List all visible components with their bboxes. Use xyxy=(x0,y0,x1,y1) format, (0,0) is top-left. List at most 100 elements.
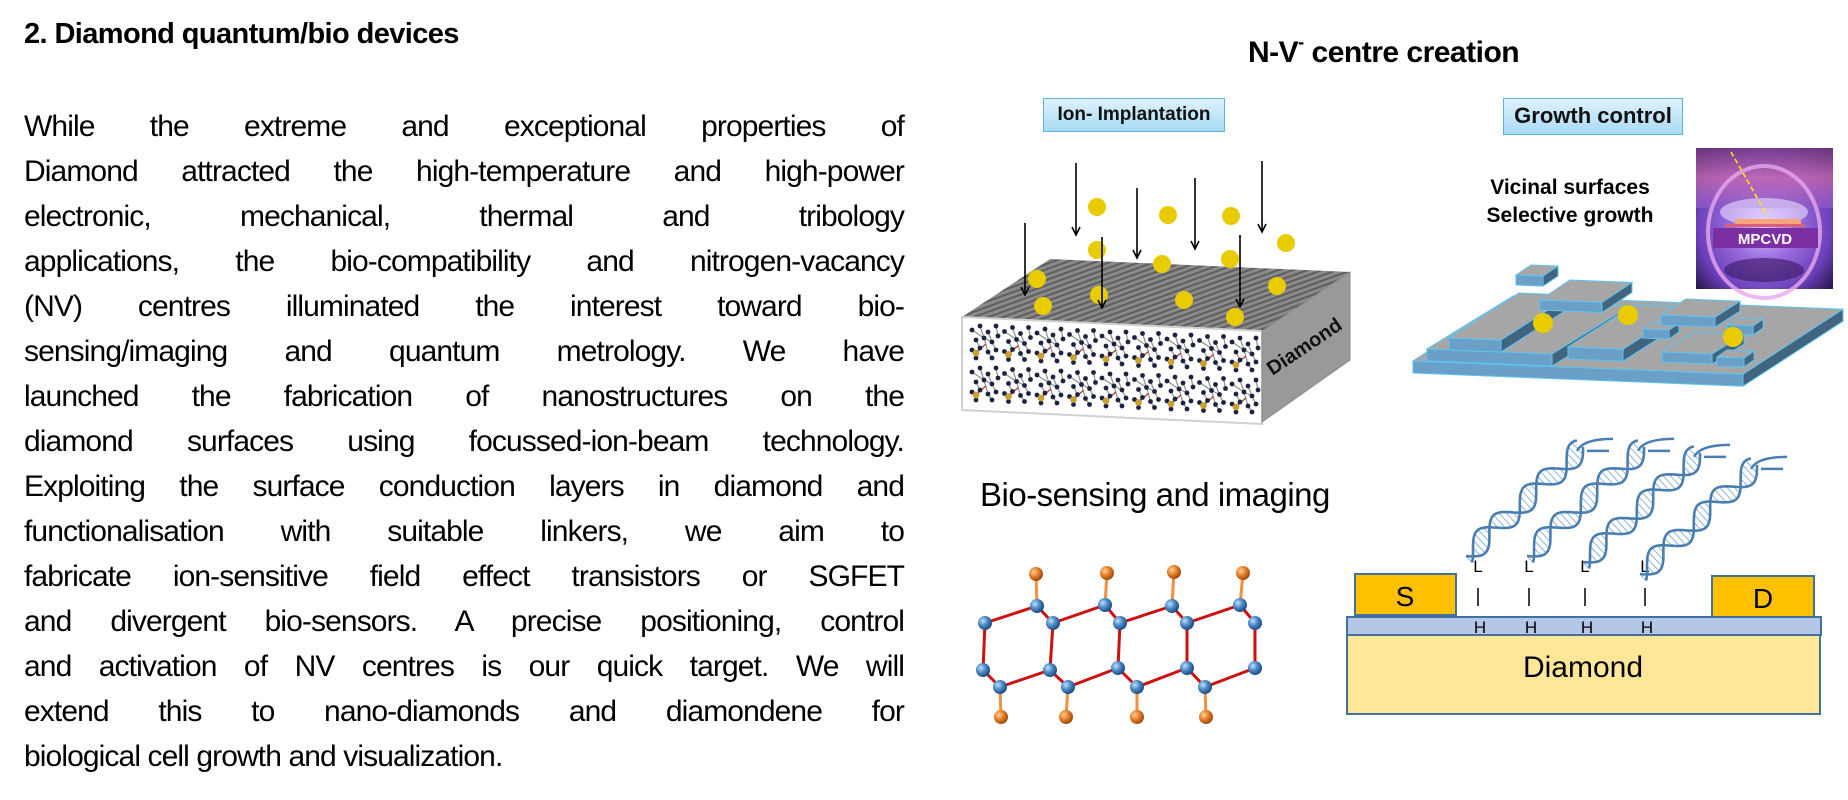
lattice-atom xyxy=(1201,390,1206,395)
lattice-atom xyxy=(1125,339,1131,345)
lattice-atom xyxy=(1221,358,1226,363)
block-a xyxy=(1538,279,1634,314)
lattice-atom xyxy=(1184,406,1190,412)
lattice-bond xyxy=(971,371,985,381)
body-line: extend this to nano-diamonds and diamond… xyxy=(24,695,905,728)
base-pair xyxy=(1668,473,1681,487)
carbon-atom xyxy=(978,616,992,630)
lattice-atom xyxy=(973,337,979,343)
base-pair xyxy=(1641,491,1654,505)
lattice-atom xyxy=(1156,397,1161,402)
lattice-atom xyxy=(1245,341,1251,347)
lattice-atom xyxy=(1172,374,1178,380)
lattice-atom xyxy=(1006,381,1011,386)
dna-backbone xyxy=(1587,445,1695,569)
lattice-bond xyxy=(1231,383,1245,393)
lattice-atom xyxy=(1054,342,1060,348)
base-pair xyxy=(1605,468,1621,484)
base-pair xyxy=(1678,529,1691,543)
nitrogen-atom xyxy=(1005,351,1012,358)
lattice-atom xyxy=(1123,329,1129,335)
lattice-atom xyxy=(1148,357,1153,362)
ion-arrow xyxy=(1132,188,1142,260)
base-pair xyxy=(1493,514,1506,529)
lattice-atom xyxy=(1018,393,1023,398)
ion-arrow xyxy=(1097,237,1107,310)
lattice-atom xyxy=(1115,355,1121,361)
base-pair xyxy=(1554,514,1567,529)
step-front xyxy=(1448,337,1502,353)
lattice-atom xyxy=(1014,337,1019,342)
lattice-atom xyxy=(1197,380,1202,385)
lattice-atom xyxy=(1249,367,1255,373)
terminal-atom xyxy=(1029,567,1043,581)
lattice-atom xyxy=(1067,332,1072,337)
lattice-atom xyxy=(1164,336,1170,342)
lattice-atom xyxy=(1188,398,1194,404)
lattice-atom xyxy=(1190,342,1196,348)
drain-label: D xyxy=(1753,583,1773,614)
nitrogen-atom xyxy=(1167,400,1175,408)
mpcvd-label: MPCVD xyxy=(1738,231,1792,248)
block-f xyxy=(1715,349,1756,369)
molecule-bond xyxy=(1204,666,1256,689)
lattice-atom xyxy=(1026,325,1031,330)
lattice-atom xyxy=(973,397,979,403)
hydrogen-label: H xyxy=(1641,618,1653,637)
lattice-atom xyxy=(1107,351,1113,357)
base-pair xyxy=(1540,471,1553,485)
lattice-atom xyxy=(977,387,983,393)
lattice-atom xyxy=(1107,393,1113,399)
dna-tail xyxy=(1749,455,1788,470)
carbon-atom xyxy=(1248,616,1262,630)
lattice-atom xyxy=(1119,345,1125,351)
molecule-bond xyxy=(1052,603,1106,625)
lattice-atom xyxy=(1223,344,1228,349)
lattice-atom xyxy=(1209,346,1214,351)
base-pair xyxy=(1667,532,1680,547)
lattice-atom xyxy=(1006,357,1011,362)
mpcvd-label-bar xyxy=(1713,228,1818,248)
lattice-atom xyxy=(1099,333,1105,339)
lattice-bond xyxy=(983,337,989,353)
lattice-atom xyxy=(1221,400,1226,405)
lattice-bond xyxy=(1166,380,1180,390)
nv-title-main: N-V xyxy=(1248,36,1299,69)
base-pair xyxy=(1621,517,1634,531)
base-pair xyxy=(1551,467,1564,481)
lattice-atom xyxy=(1253,401,1259,407)
carbon-atom xyxy=(1198,680,1212,694)
lattice-atom xyxy=(1245,383,1251,389)
lattice-atom xyxy=(1010,347,1015,352)
diamond-block: Diamond xyxy=(961,259,1351,426)
lattice-atom xyxy=(1058,392,1064,398)
lattice-atom xyxy=(1123,353,1129,359)
linker: LH xyxy=(1524,557,1537,637)
lattice-atom xyxy=(1140,373,1145,378)
lattice-bond xyxy=(1113,343,1119,359)
lattice-bond xyxy=(1178,346,1184,362)
lattice-bond xyxy=(983,379,989,395)
lattice-atom xyxy=(1184,364,1190,370)
lattice-atom xyxy=(1042,390,1048,396)
body-line: and activation of NV centres is our quic… xyxy=(24,650,905,683)
dna-backbone xyxy=(1470,439,1578,563)
ion-dot xyxy=(1088,198,1106,216)
lattice-bond xyxy=(1210,390,1217,405)
lattice-bond xyxy=(1069,376,1082,385)
base-pair xyxy=(1566,452,1580,467)
lattice-atom xyxy=(1026,367,1031,372)
lattice-atom xyxy=(1233,367,1239,373)
source-electrode xyxy=(1354,573,1457,616)
base-pair xyxy=(1521,490,1536,506)
ion-dot xyxy=(1175,291,1193,309)
lattice-atom xyxy=(1087,386,1092,391)
lattice-atom xyxy=(1022,399,1027,404)
lattice-pattern xyxy=(969,323,1261,415)
base-pair xyxy=(1477,529,1490,543)
base-pair xyxy=(1504,511,1517,525)
base-pair xyxy=(1693,514,1707,528)
nv-title-superscript: - xyxy=(1298,32,1304,52)
lattice-atom xyxy=(1018,351,1023,356)
